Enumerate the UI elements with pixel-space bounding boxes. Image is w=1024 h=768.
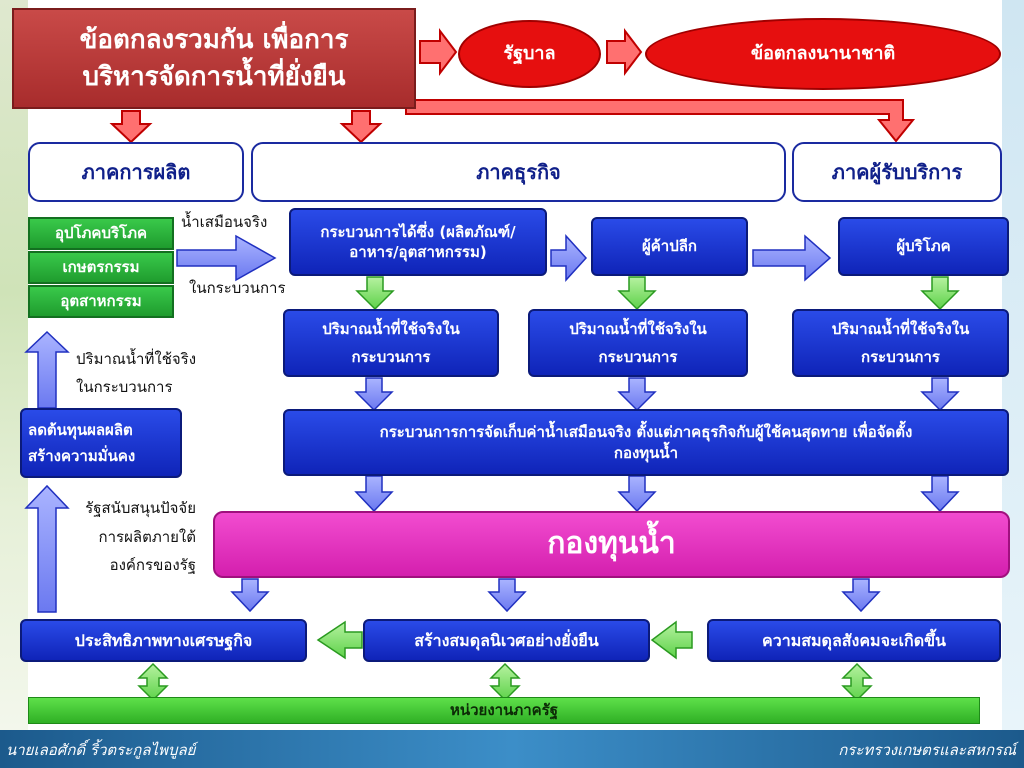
red-arrow-title-to-government [419, 28, 458, 76]
blue-arrow-down-a1 [354, 377, 394, 412]
business-process-box: กระบวนการได้ซึ่ง (ผลิตภัณฑ์/ อาหาร/อุตสา… [289, 208, 547, 276]
background-left-decoration [0, 0, 28, 730]
label-actual-water-left: ปริมาณน้ำที่ใช้จริง ในกระบวนการ [76, 350, 197, 396]
footer-bar: นายเลอศักดิ์ ริ้วตระกูลไพบูลย์ กระทรวงเก… [0, 730, 1024, 768]
ecological-balance-box: สร้างสมดุลนิเวศอย่างยั่งยืน [363, 619, 650, 662]
production-item-consumption: อุปโภคบริโภค [28, 217, 174, 250]
blue-arrow-down-a3 [920, 377, 960, 412]
green-double-arrow-2 [489, 662, 521, 702]
economic-efficiency-box: ประสิทธิภาพทางเศรษฐกิจ [20, 619, 307, 662]
green-arrow-left-2 [650, 620, 693, 660]
footer-author: นายเลอศักดิ์ ริ้วตระกูลไพบูลย์ [6, 741, 196, 759]
red-bar-title-to-consumer [405, 99, 916, 143]
actual-water-box-2: ปริมาณน้ำที่ใช้จริงใน กระบวนการ [528, 309, 748, 377]
main-title: ข้อตกลงรวมกัน เพื่อการ บริหารจัดการน้ำที… [12, 8, 416, 109]
international-agreement-oval: ข้อตกลงนานาชาติ [645, 18, 1001, 90]
label-state-support: รัฐสนับสนุนปัจจัย การผลิตภายใต้ องค์กรขอ… [85, 499, 196, 574]
blue-arrow-up-support [24, 484, 70, 613]
water-fund-box: กองทุนน้ำ [213, 511, 1010, 578]
production-item-industry: อุตสาหกรรม [28, 285, 174, 318]
red-arrow-down-production [109, 110, 153, 144]
blue-arrow-down-a2 [617, 377, 657, 412]
connector-arrows [24, 28, 960, 702]
green-double-arrow-1 [137, 662, 169, 702]
label-virtual-water: น้ำเสมือนจริง [181, 213, 268, 231]
green-arrow-left-1 [316, 620, 363, 660]
state-agency-bar: หน่วยงานภาครัฐ [28, 697, 980, 724]
green-arrow-down-3 [920, 276, 960, 311]
blue-arrow-down-c2 [487, 578, 527, 613]
production-item-agriculture: เกษตรกรรม [28, 251, 174, 284]
label-in-process: ในกระบวนการ [189, 279, 286, 297]
consumer-box: ผู้บริโภค [838, 217, 1009, 276]
social-balance-box: ความสมดุลสังคมจะเกิดขึ้น [707, 619, 1001, 662]
red-arrow-government-to-international [606, 28, 643, 76]
green-double-arrow-3 [841, 662, 873, 702]
blue-arrow-process-to-retailer [550, 234, 588, 282]
sector-production: ภาคการผลิต [28, 142, 244, 202]
green-arrow-down-1 [355, 276, 395, 311]
red-arrow-down-business [339, 110, 383, 144]
reduce-cost-box: ลดต้นทุนผลผลิต สร้างความมั่นคง [20, 408, 182, 478]
blue-arrow-up-actual [24, 330, 70, 409]
blue-arrow-down-b1 [354, 475, 394, 513]
blue-arrow-retailer-to-consumer [752, 234, 832, 282]
footer-ministry: กระทรวงเกษตรและสหกรณ์ [838, 741, 1016, 759]
actual-water-box-1: ปริมาณน้ำที่ใช้จริงใน กระบวนการ [283, 309, 499, 377]
blue-arrow-down-b2 [617, 475, 657, 513]
green-arrow-down-2 [617, 276, 657, 311]
sector-consumer: ภาคผู้รับบริการ [792, 142, 1002, 202]
blue-arrow-down-c1 [230, 578, 270, 613]
blue-arrow-production-to-process [176, 234, 277, 282]
blue-arrow-down-b3 [920, 475, 960, 513]
blue-arrow-down-c3 [841, 578, 881, 613]
actual-water-box-3: ปริมาณน้ำที่ใช้จริงใน กระบวนการ [792, 309, 1009, 377]
sector-business: ภาคธุรกิจ [251, 142, 786, 202]
collection-process-box: กระบวนการการจัดเก็บค่าน้ำเสมือนจริง ตั้ง… [283, 409, 1009, 476]
government-oval: รัฐบาล [458, 20, 601, 88]
retailer-box: ผู้ค้าปลีก [591, 217, 748, 276]
